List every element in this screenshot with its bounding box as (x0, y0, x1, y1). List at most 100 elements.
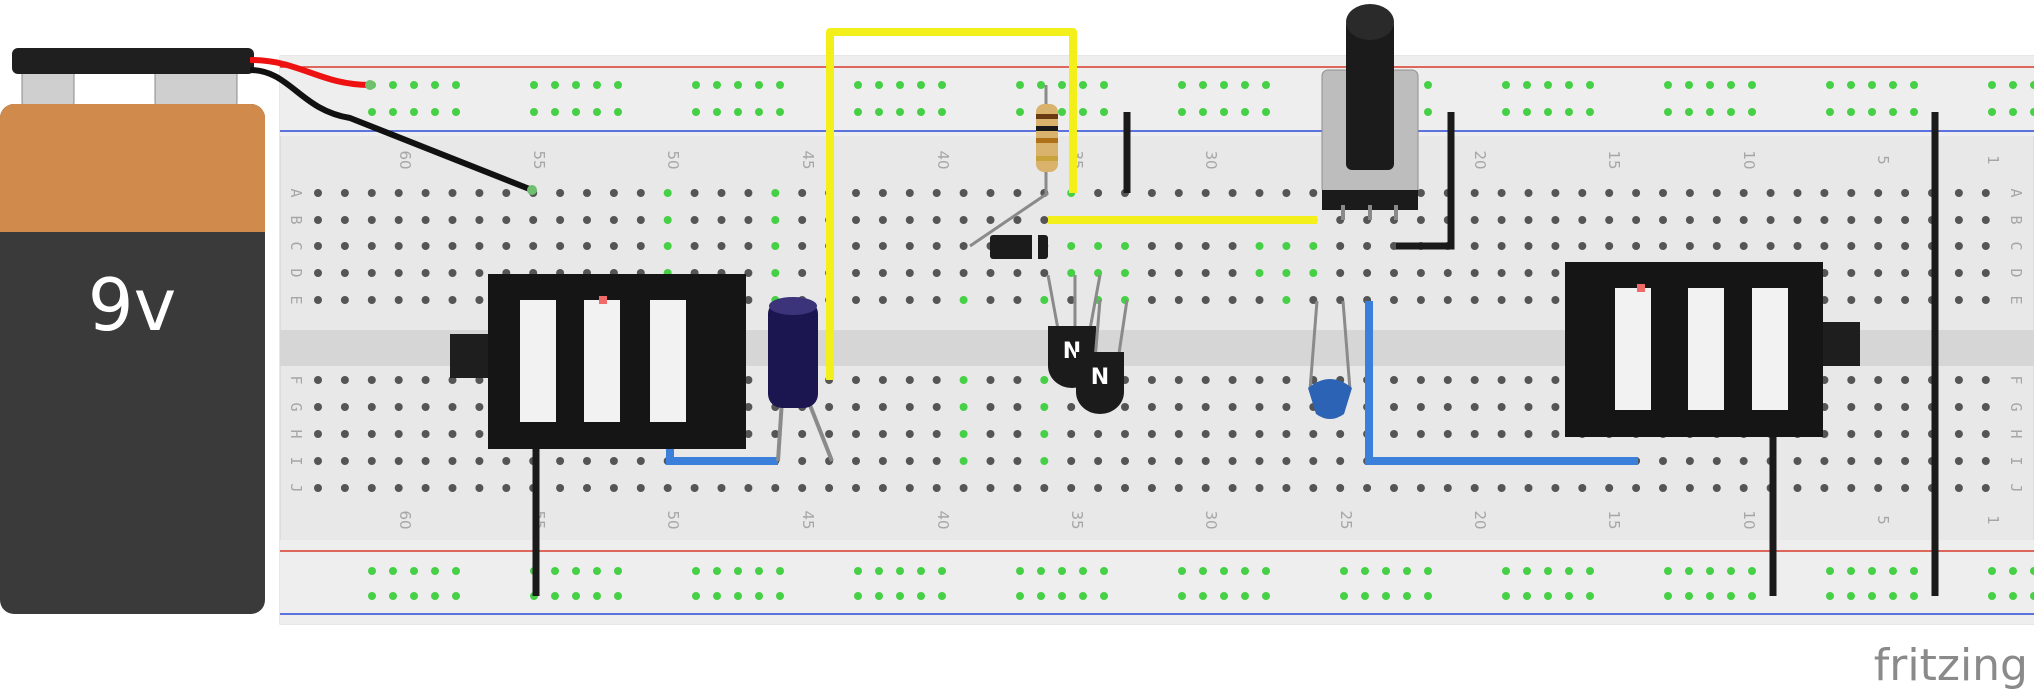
breadboard-hole (1632, 242, 1641, 250)
breadboard-hole (448, 457, 457, 465)
breadboard-hole (938, 567, 946, 575)
breadboard-hole (1079, 567, 1087, 575)
breadboard-hole (755, 567, 763, 575)
resistor (1036, 85, 1058, 193)
breadboard-hole (692, 567, 700, 575)
breadboard-hole (1282, 189, 1291, 197)
ceramic-capacitor (1308, 300, 1352, 419)
breadboard-hole (1497, 189, 1506, 197)
breadboard-hole (1174, 457, 1183, 465)
breadboard-hole (1712, 189, 1721, 197)
breadboard-hole (367, 457, 376, 465)
breadboard-hole (410, 567, 418, 575)
breadboard-hole (1228, 189, 1237, 197)
yellow-wire-top (826, 28, 1077, 380)
breadboard-hole (1067, 242, 1076, 250)
breadboard-hole (1874, 189, 1883, 197)
breadboard-hole (2009, 81, 2017, 89)
breadboard-hole (475, 296, 484, 304)
breadboard-hole (502, 457, 511, 465)
breadboard-hole (1013, 216, 1022, 224)
breadboard-hole (1954, 296, 1963, 304)
breadboard-hole (502, 216, 511, 224)
breadboard-hole (1578, 189, 1587, 197)
breadboard-hole (1228, 484, 1237, 492)
breadboard-hole (1954, 376, 1963, 384)
row-letter-label: B (287, 215, 305, 224)
breadboard-hole (1901, 403, 1910, 411)
breadboard-hole (1748, 567, 1756, 575)
breadboard-hole (986, 296, 995, 304)
breadboard-hole (1336, 269, 1345, 277)
breadboard-hole (2030, 108, 2034, 116)
breadboard-hole (431, 567, 439, 575)
breadboard-hole (1470, 376, 1479, 384)
breadboard-hole (421, 457, 430, 465)
breadboard-hole (1847, 108, 1855, 116)
breadboard-hole (1578, 242, 1587, 250)
breadboard-hole (1497, 403, 1506, 411)
breadboard-hole (1551, 269, 1560, 277)
breadboard-hole (986, 189, 995, 197)
breadboard-hole (340, 296, 349, 304)
breadboard-hole (852, 376, 860, 384)
breadboard-hole (421, 269, 430, 277)
breadboard-hole (1551, 296, 1560, 304)
breadboard-hole (1282, 376, 1291, 384)
breadboard-hole (421, 430, 430, 438)
wires (532, 28, 1939, 596)
breadboard-hole (663, 484, 672, 492)
breadboard-hole (1685, 216, 1694, 224)
row-letter-label: J (287, 483, 305, 492)
breadboard-hole (1523, 108, 1531, 116)
breadboard-hole (1100, 592, 1108, 600)
column-number-label: 30 (1202, 510, 1220, 529)
row-letter-label: B (2007, 215, 2025, 224)
breadboard-hole (1586, 81, 1594, 89)
breadboard-hole (583, 457, 591, 465)
row-letter-label: I (2007, 456, 2025, 465)
breadboard-hole (1228, 430, 1237, 438)
breadboard-hole (1497, 430, 1506, 438)
breadboard-hole (556, 216, 565, 224)
breadboard-hole (1424, 592, 1432, 600)
breadboard-hole (1228, 242, 1237, 250)
breadboard-hole (1037, 81, 1045, 89)
column-number-label: 60 (396, 150, 414, 169)
breadboard-hole (452, 108, 460, 116)
breadboard-hole (389, 81, 397, 89)
breadboard-hole (1981, 269, 1990, 277)
breadboard-hole (852, 216, 860, 224)
breadboard-hole (1901, 189, 1910, 197)
breadboard-hole (1954, 403, 1963, 411)
breadboard-hole (1079, 81, 1087, 89)
breadboard-hole (717, 216, 726, 224)
breadboard-hole (959, 403, 968, 411)
breadboard-hole (1826, 592, 1834, 600)
breadboard-hole (1228, 296, 1237, 304)
row-letter-label: G (287, 402, 305, 411)
column-number-label: 5 (1874, 515, 1892, 525)
breadboard-hole (1199, 592, 1207, 600)
breadboard-hole (1739, 189, 1748, 197)
breadboard-hole (2030, 592, 2034, 600)
breadboard-hole (1988, 108, 1996, 116)
row-letter-label: A (287, 188, 305, 197)
breadboard-hole (1037, 592, 1045, 600)
column-number-label: 45 (799, 150, 817, 169)
breadboard-hole (1981, 296, 1990, 304)
breadboard-hole (1067, 484, 1076, 492)
breadboard-hole (1910, 81, 1918, 89)
breadboard-hole (1523, 592, 1531, 600)
breadboard-hole (854, 108, 862, 116)
breadboard-hole (556, 189, 565, 197)
breadboard-hole (1040, 376, 1049, 384)
breadboard-hole (314, 216, 322, 224)
breadboard-hole (932, 403, 941, 411)
breadboard-hole (448, 403, 457, 411)
breadboard-hole (502, 484, 511, 492)
breadboard-hole (986, 376, 995, 384)
breadboard-hole (314, 269, 322, 277)
breadboard-hole (448, 296, 457, 304)
breadboard-hole (986, 457, 995, 465)
